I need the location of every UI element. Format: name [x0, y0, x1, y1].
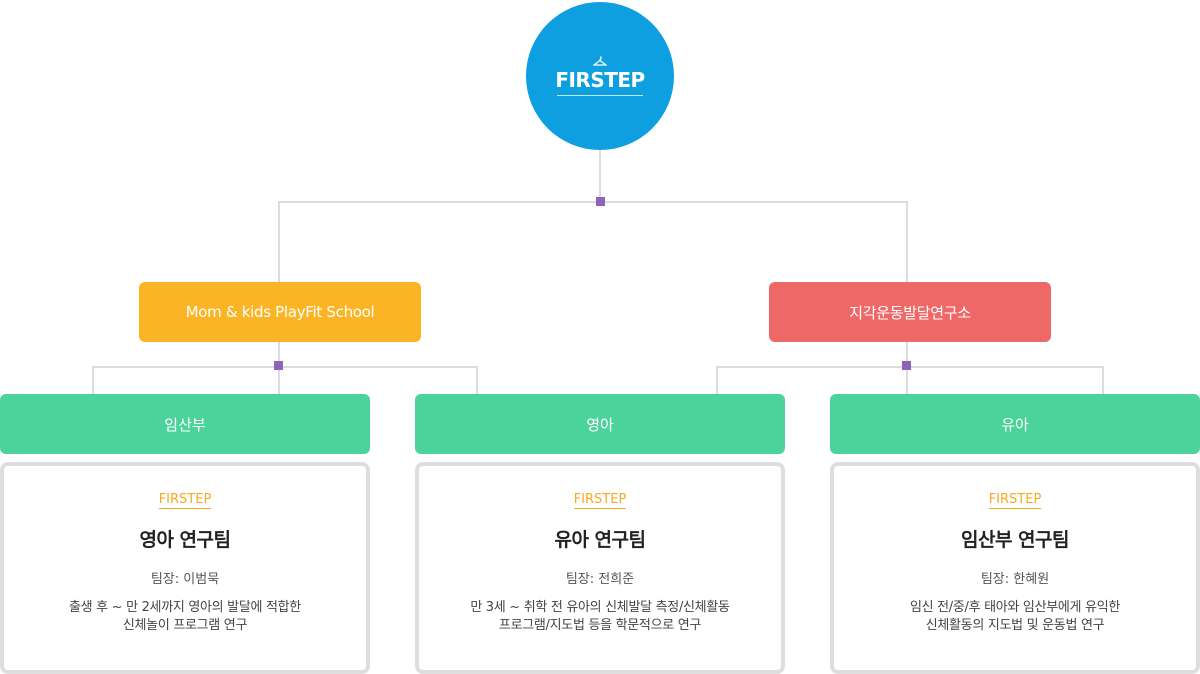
- card-brand: FIRSTEP: [988, 492, 1042, 509]
- card-toddler-team: FIRSTEP 유아 연구팀 팀장: 전희준 만 3세 ~ 취학 전 유아의 신…: [415, 462, 785, 674]
- connector-red-down: [906, 342, 908, 367]
- connector-root-down: [599, 150, 601, 202]
- connector-left-b: [278, 366, 280, 394]
- connector-left-down: [278, 201, 280, 282]
- card-title: 유아 연구팀: [554, 529, 646, 551]
- card-desc-line: 임신 전/중/후 태아와 임산부에게 유익한: [909, 600, 1121, 615]
- connector-right-a: [716, 366, 718, 394]
- connector-right-c: [1102, 366, 1104, 394]
- card-brand: FIRSTEP: [573, 492, 627, 509]
- card-leader: 팀장: 전희준: [565, 572, 635, 587]
- leaf-pregnant: 임산부: [0, 394, 370, 454]
- root-node: FIRSTEP: [526, 2, 674, 150]
- card-pregnant-team: FIRSTEP 임산부 연구팀 팀장: 한혜원 임신 전/중/후 태아와 임산부…: [830, 462, 1200, 674]
- card-desc-line: 만 3세 ~ 취학 전 유아의 신체발달 측정/신체활동: [470, 600, 730, 615]
- branch-perceptual-motor-lab: 지각운동발달연구소: [769, 282, 1051, 342]
- junction-right: [902, 361, 911, 370]
- junction-top: [596, 197, 605, 206]
- card-desc-line: 출생 후 ~ 만 2세까지 영아의 발달에 적합한: [69, 600, 301, 615]
- branch-playfit-school: Mom & kids PlayFit School: [139, 282, 421, 342]
- connector-right-b: [906, 366, 908, 394]
- connector-yellow-down: [278, 342, 280, 367]
- card-desc-line: 신체놀이 프로그램 연구: [122, 618, 248, 633]
- connector-left-a: [92, 366, 94, 394]
- card-desc-line: 프로그램/지도법 등을 학문적으로 연구: [498, 618, 702, 633]
- connector-top-horizontal: [278, 201, 908, 203]
- root-label: FIRSTEP: [555, 68, 645, 92]
- junction-left: [274, 361, 283, 370]
- leaf-infant: 영아: [415, 394, 785, 454]
- card-title: 임산부 연구팀: [961, 529, 1070, 551]
- card-desc-line: 신체활동의 지도법 및 운동법 연구: [925, 618, 1105, 633]
- hanger-icon: [593, 56, 607, 66]
- root-underline: [557, 95, 643, 96]
- card-title: 영아 연구팀: [139, 529, 231, 551]
- card-leader: 팀장: 한혜원: [980, 572, 1050, 587]
- card-description: 임신 전/중/후 태아와 임산부에게 유익한 신체활동의 지도법 및 운동법 연…: [834, 599, 1196, 635]
- card-brand: FIRSTEP: [158, 492, 212, 509]
- card-description: 출생 후 ~ 만 2세까지 영아의 발달에 적합한 신체놀이 프로그램 연구: [4, 599, 366, 635]
- connector-left-horizontal: [92, 366, 478, 368]
- connector-right-down: [906, 201, 908, 282]
- card-infant-team: FIRSTEP 영아 연구팀 팀장: 이범묵 출생 후 ~ 만 2세까지 영아의…: [0, 462, 370, 674]
- leaf-toddler: 유아: [830, 394, 1200, 454]
- card-leader: 팀장: 이범묵: [150, 572, 220, 587]
- card-description: 만 3세 ~ 취학 전 유아의 신체발달 측정/신체활동 프로그램/지도법 등을…: [419, 599, 781, 635]
- connector-left-c: [476, 366, 478, 394]
